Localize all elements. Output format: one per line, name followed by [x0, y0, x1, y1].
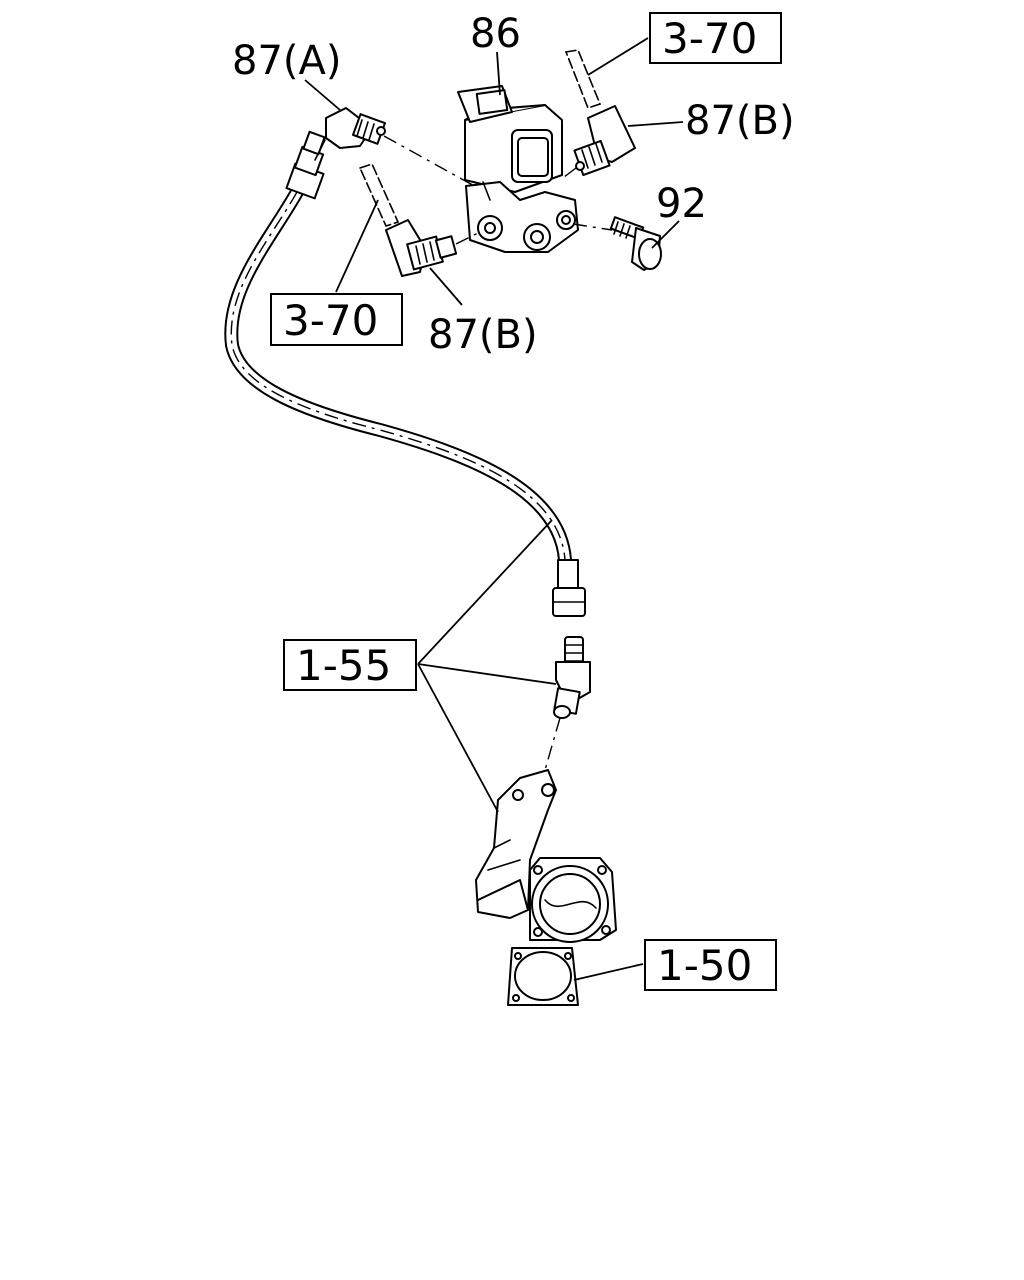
- ref-box-1-55: [283, 639, 417, 691]
- callout-92: 92: [656, 181, 707, 227]
- throttle-body: [475, 769, 617, 943]
- throttle-gasket: [507, 947, 579, 1006]
- leader-lines: [304, 37, 684, 981]
- hose-top-fitting: [285, 130, 326, 200]
- callout-87a: 87(A): [232, 38, 341, 84]
- assembly-line-87a: [383, 135, 479, 189]
- callout-86: 86: [470, 11, 521, 57]
- callout-87b-bottom: 87(B): [428, 312, 538, 358]
- ref-box-1-50: [644, 939, 777, 991]
- connector-87b-right: [564, 49, 636, 177]
- tee-fitting: [553, 636, 591, 719]
- ref-3-70-left: 3-70: [283, 296, 378, 345]
- bolt-92: [609, 216, 662, 271]
- assembly-line-87b-right: [559, 167, 577, 181]
- vacuum-hose: [224, 185, 572, 577]
- callout-87b-right: 87(B): [685, 98, 795, 144]
- assembly-line-87b-bottom: [455, 231, 481, 245]
- ref-box-3-70-left: [270, 293, 403, 346]
- ref-1-50: 1-50: [657, 941, 752, 990]
- elbow-connector-87a: [314, 107, 386, 161]
- assembly-line-tee: [544, 717, 561, 771]
- ref-1-55: 1-55: [296, 641, 391, 690]
- connector-87b-bottom: [358, 163, 458, 277]
- hose-bottom-fitting: [552, 559, 586, 617]
- assembly-line-92: [572, 223, 613, 231]
- ref-box-3-70-top: [649, 12, 782, 64]
- solenoid-valve-86: [457, 85, 579, 253]
- ref-3-70-top: 3-70: [662, 14, 757, 63]
